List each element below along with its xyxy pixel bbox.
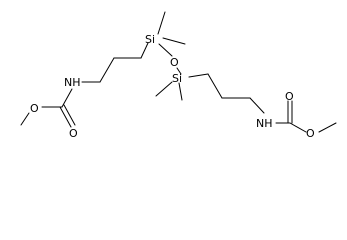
bond-c3-nh-right (249, 97, 265, 114)
bond-carbonyl-c-o-ester-right (289, 122, 307, 133)
bond-carbonyl-left-double-b (63, 104, 76, 126)
bond-si-upper-methyl-right (162, 37, 186, 45)
left-chain-bonds (20, 11, 186, 128)
bond-o-si-lower (176, 67, 182, 75)
bond-si-lower-c1 (188, 73, 209, 78)
bond-carbonyl-left-double-a (59, 106, 72, 128)
bond-si-lower-methyl-left (155, 81, 173, 97)
bond-o-ester-left-methyl (20, 112, 30, 126)
atom-si-upper: Si (145, 33, 155, 46)
bond-o-ester-right-methyl (318, 122, 337, 133)
bond-c2-c3 (99, 57, 115, 83)
bond-nh-left-carbonyl-c (61, 88, 73, 108)
bond-c1-c2-right (207, 73, 223, 99)
atom-labels: Si O Si NH O O NH O O (30, 33, 315, 140)
atom-o-carbonyl-right: O (285, 90, 294, 103)
atom-nh-right: NH (256, 117, 273, 130)
atom-o-carbonyl-left: O (69, 127, 78, 140)
atom-o-bridge: O (170, 56, 179, 69)
bond-si-upper-c1 (140, 42, 149, 59)
atom-si-lower: Si (172, 72, 182, 85)
structure-diagram: Si O Si NH O O NH O O (20, 11, 337, 140)
bond-si-upper-o (158, 43, 173, 57)
atom-o-ester-right: O (306, 127, 315, 140)
bond-si-lower-methyl-down (178, 82, 183, 101)
atom-o-ester-left: O (30, 102, 39, 115)
atom-nh-left: NH (64, 76, 81, 89)
right-chain-bonds (155, 67, 337, 133)
bond-si-upper-methyl-top (157, 11, 166, 35)
